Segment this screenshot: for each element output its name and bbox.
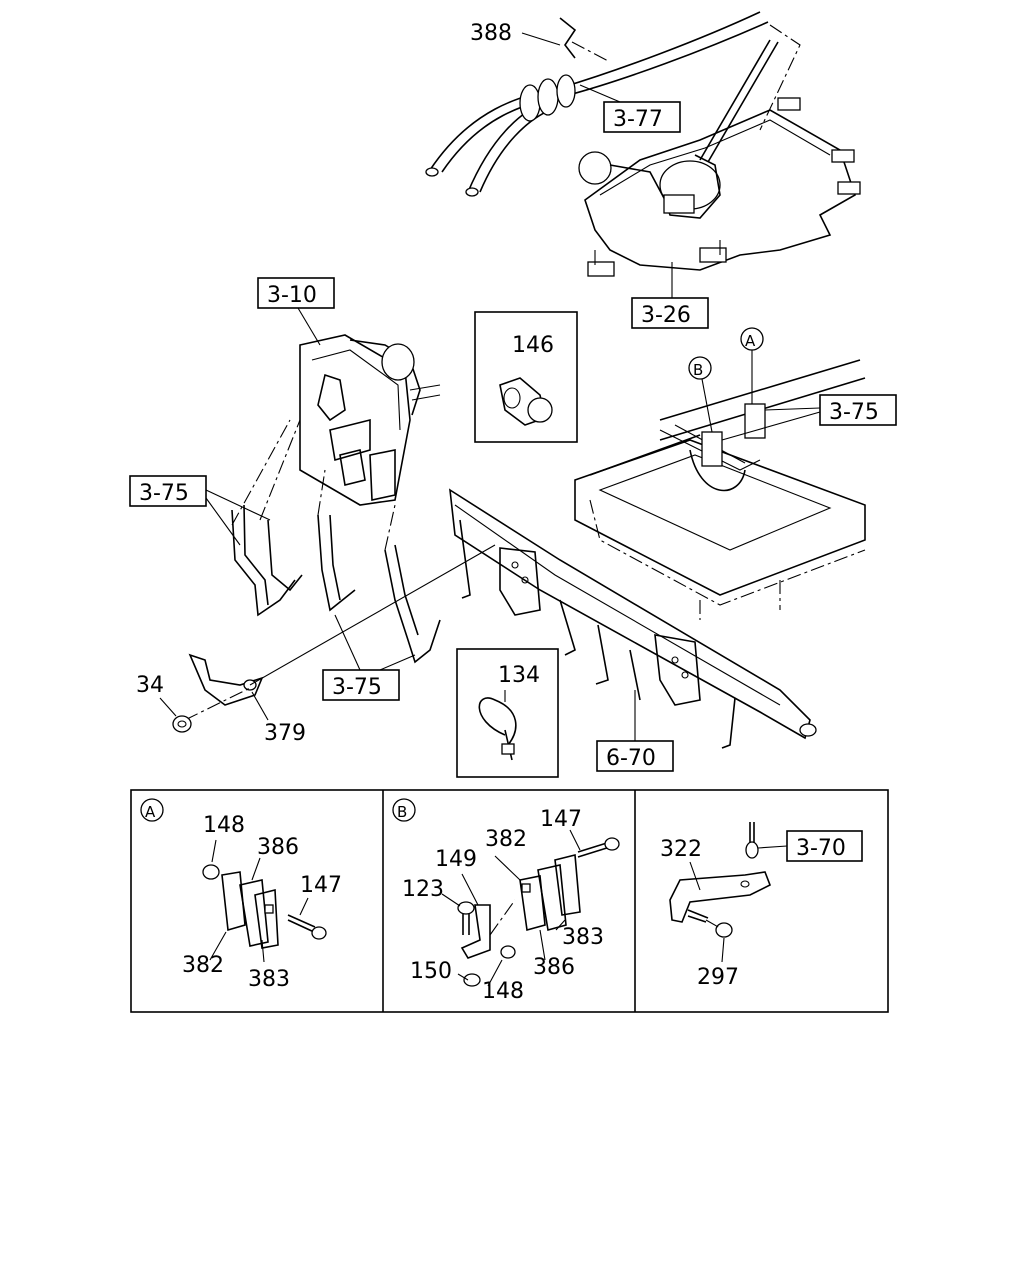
detail-b-part-148: 148 bbox=[482, 979, 524, 1004]
ref-6-70-label: 6-70 bbox=[606, 746, 656, 771]
detail-a-part-386: 386 bbox=[257, 835, 299, 860]
inset-134: 134 bbox=[456, 648, 559, 778]
ref-3-75-left-label: 3-75 bbox=[139, 481, 189, 506]
pedal-bracket-assembly bbox=[299, 334, 441, 506]
hose-set bbox=[231, 469, 441, 664]
detail-c-part-297: 297 bbox=[697, 965, 739, 990]
marker-b-label: B bbox=[693, 361, 703, 379]
ref-3-70[interactable]: 3-70 bbox=[786, 830, 863, 862]
ref-3-77[interactable]: 3-77 bbox=[603, 101, 681, 133]
chassis-frame-rail bbox=[449, 488, 817, 749]
part-134-label: 134 bbox=[498, 663, 540, 688]
ref-3-26-label: 3-26 bbox=[641, 303, 691, 328]
part-388-label: 388 bbox=[470, 21, 512, 46]
part-34-label: 34 bbox=[136, 673, 164, 698]
detail-b-part-150: 150 bbox=[410, 959, 452, 984]
detail-c-part-322: 322 bbox=[660, 837, 702, 862]
ref-3-77-label: 3-77 bbox=[613, 107, 663, 132]
detail-panel-c: 322 3-70 297 bbox=[660, 822, 863, 990]
detail-a-part-383: 383 bbox=[248, 967, 290, 992]
ref-3-75-right-label: 3-75 bbox=[829, 400, 879, 425]
detail-b-part-147: 147 bbox=[540, 807, 582, 832]
ref-3-10-label: 3-10 bbox=[267, 283, 317, 308]
detail-a-part-148: 148 bbox=[203, 813, 245, 838]
ref-3-75-bottom[interactable]: 3-75 bbox=[322, 669, 400, 701]
detail-a-part-147: 147 bbox=[300, 873, 342, 898]
ref-3-70-label: 3-70 bbox=[796, 836, 846, 861]
ref-3-75-bottom-label: 3-75 bbox=[332, 675, 382, 700]
ref-3-10[interactable]: 3-10 bbox=[257, 277, 335, 309]
detail-panels bbox=[130, 789, 889, 1013]
detail-a-marker: A bbox=[145, 803, 156, 821]
clip-a[interactable]: A bbox=[740, 327, 766, 439]
detail-b-part-383: 383 bbox=[562, 925, 604, 950]
cab-floor-frame bbox=[574, 359, 866, 620]
part-379-label: 379 bbox=[264, 721, 306, 746]
detail-b-part-382: 382 bbox=[485, 827, 527, 852]
detail-a-part-382: 382 bbox=[182, 953, 224, 978]
ref-3-26[interactable]: 3-26 bbox=[631, 297, 709, 329]
ref-3-75-left[interactable]: 3-75 bbox=[129, 475, 207, 507]
inset-146: 146 bbox=[474, 311, 578, 443]
detail-b-part-149: 149 bbox=[435, 847, 477, 872]
detail-panel-b: B 147 382 149 123 383 386 150 148 bbox=[392, 798, 620, 1004]
shift-cable-assembly bbox=[425, 11, 861, 277]
detail-b-part-386: 386 bbox=[533, 955, 575, 980]
clip-b[interactable]: B bbox=[688, 356, 723, 467]
part-146-label: 146 bbox=[512, 333, 554, 358]
detail-b-marker: B bbox=[397, 803, 407, 821]
detail-panel-a: A 148 386 147 382 383 bbox=[140, 798, 342, 992]
ref-6-70[interactable]: 6-70 bbox=[596, 740, 674, 772]
marker-a-label: A bbox=[745, 332, 756, 350]
ref-3-75-right[interactable]: 3-75 bbox=[819, 394, 897, 426]
detail-b-part-123: 123 bbox=[402, 877, 444, 902]
clip-379-assembly bbox=[172, 544, 496, 733]
